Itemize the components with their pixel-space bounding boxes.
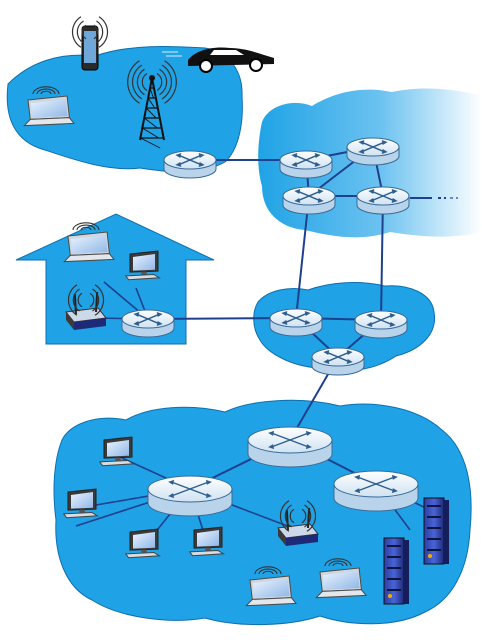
router-r-global-2 xyxy=(346,137,400,166)
router-r-mobile xyxy=(163,150,217,179)
link-r-global-3-r-regional-1 xyxy=(295,195,310,319)
inst-pc-4-device xyxy=(188,526,226,557)
mobile-network-cloud xyxy=(6,45,243,173)
router-r-regional-1 xyxy=(269,308,323,337)
router-r-inst-right xyxy=(333,470,419,512)
regional-isp-cloud xyxy=(253,282,436,372)
inst-pc-3-device xyxy=(124,528,162,559)
router-r-regional-2 xyxy=(354,310,408,339)
server-2-device xyxy=(423,497,449,565)
server-1-device xyxy=(383,537,409,605)
inst-pc-2-device xyxy=(62,488,100,519)
router-r-inst-core xyxy=(247,426,333,468)
smartphone-device xyxy=(71,16,109,71)
inst-laptop-1-device xyxy=(245,566,298,607)
mobile-laptop-device xyxy=(23,86,76,127)
home-laptop-device xyxy=(63,222,116,263)
link-r-global-4-r-regional-2 xyxy=(380,195,384,321)
inst-laptop-2-device xyxy=(315,558,368,599)
cell-tower-device xyxy=(127,60,177,149)
router-r-global-1 xyxy=(279,150,333,179)
home-wifi-router-device xyxy=(65,284,107,330)
inst-access-point-device xyxy=(277,500,319,546)
router-r-home xyxy=(121,309,175,338)
home-pc-device xyxy=(124,250,162,281)
car-device xyxy=(162,47,274,73)
inst-pc-1-device xyxy=(98,436,136,467)
router-r-inst-left xyxy=(147,475,233,517)
router-r-global-4 xyxy=(356,186,410,215)
home-network-house xyxy=(15,213,215,345)
router-r-global-3 xyxy=(282,186,336,215)
router-r-regional-3 xyxy=(311,347,365,376)
institutional-network-cloud xyxy=(53,399,472,626)
